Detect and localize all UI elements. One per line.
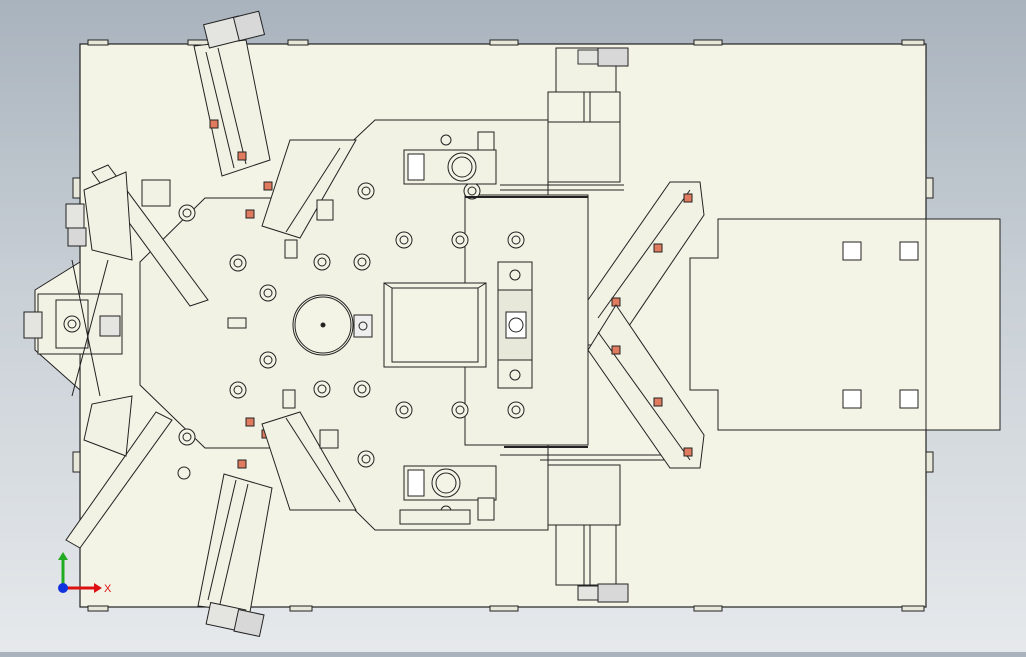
nest [313, 380, 331, 398]
nest [259, 284, 277, 302]
nest [313, 253, 331, 271]
bolt-pads [842, 241, 919, 409]
nest [259, 351, 277, 369]
center-fixture-block[interactable] [383, 282, 487, 368]
nest [507, 231, 525, 249]
nest [229, 381, 247, 399]
nest [395, 401, 413, 419]
clamp-column[interactable] [497, 261, 533, 389]
diagonal-arm-upper[interactable] [587, 181, 705, 346]
linear-stage-bottom-right[interactable] [500, 454, 664, 603]
x-axis-label: X [104, 583, 112, 595]
nest [463, 182, 481, 200]
left-feeder-upper[interactable] [65, 164, 209, 307]
upper-left-arm[interactable] [193, 10, 357, 239]
nest [177, 466, 191, 480]
coordinate-triad: X [58, 552, 112, 595]
nest [178, 204, 196, 222]
nest [178, 428, 196, 446]
nest [451, 231, 469, 249]
top-dispenser-module[interactable] [403, 131, 588, 198]
linear-stage-top-right[interactable] [500, 47, 629, 191]
nest [451, 401, 469, 419]
left-pick-module[interactable] [23, 259, 123, 397]
nest [507, 401, 525, 419]
nest [357, 450, 375, 468]
nest [353, 253, 371, 271]
left-feeder-lower[interactable] [65, 395, 173, 549]
rotary-index-disc[interactable] [292, 294, 373, 356]
nest-positions[interactable] [177, 182, 525, 480]
z-axis-dot [58, 583, 68, 593]
lower-left-arm[interactable] [197, 411, 357, 638]
mounting-tabs [72, 39, 934, 612]
nest [353, 380, 371, 398]
bottom-dispenser-module[interactable] [403, 446, 588, 521]
small-brackets [141, 179, 471, 525]
nest [357, 182, 375, 200]
nest [229, 254, 247, 272]
diagonal-arm-lower[interactable] [587, 304, 705, 469]
nest [395, 231, 413, 249]
